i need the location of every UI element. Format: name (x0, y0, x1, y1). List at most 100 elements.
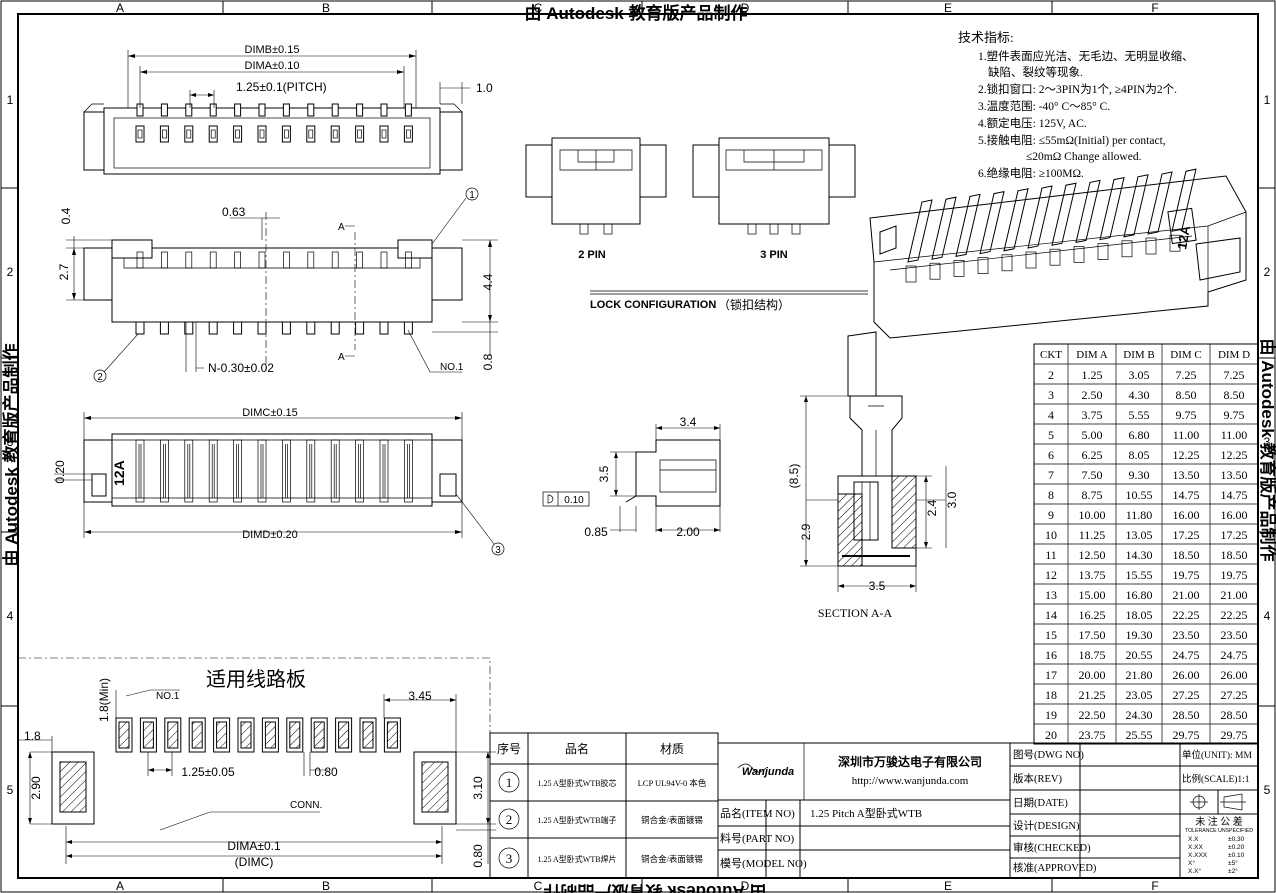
top-pin-tail (380, 103, 388, 117)
pitch-label: 1.25±0.1(PITCH) (236, 80, 327, 94)
dim-table-cell: 27.25 (1221, 688, 1248, 702)
pcb-dima: DIMA±0.1 (227, 839, 281, 853)
top-pin-tail (282, 103, 290, 117)
tolerance-title: 未 注 公 差 (1195, 815, 1243, 828)
top-pin-window (406, 129, 411, 139)
zone-row-4: 4 (7, 609, 14, 623)
pcb-pad (164, 717, 182, 753)
pcb-no1: NO.1 (156, 691, 180, 702)
pcb-conn: CONN. (290, 800, 322, 811)
iso-pin-window (1121, 240, 1133, 258)
pcb-pad (188, 717, 206, 753)
dim-table-cell: 23.50 (1221, 628, 1248, 642)
pcb-layout: 适用线路板 NO.1 1.8(Min) 3.45 1.8 2.90 1.25±0… (17, 657, 496, 879)
bottom-pin-slot (233, 439, 242, 503)
iso-rib (1027, 185, 1053, 249)
no1-label: NO.1 (440, 362, 464, 373)
part-label-12a: 12A (111, 460, 127, 486)
dim-table-cell: 12.25 (1173, 448, 1200, 462)
iso-part-label: 12A (1174, 224, 1193, 251)
dim-table-cell: 9.75 (1176, 408, 1197, 422)
lock-3pin-label: 3 PIN (760, 249, 788, 261)
dim-table-cell: 14.75 (1173, 488, 1200, 502)
top-pin-contact (403, 125, 413, 143)
bottom-pin-slot (355, 439, 364, 503)
dim-a-label: DIMA±0.10 (245, 60, 300, 72)
lock-2pin: 2 PIN (525, 137, 667, 261)
front-pin-tail (257, 321, 267, 335)
bom-row1-no: 1 (506, 775, 513, 790)
bottom-pin-slot (184, 439, 194, 503)
lock-title: LOCK CONFIGURATION (590, 299, 716, 311)
rev-label: 版本(REV) (1013, 772, 1062, 785)
tol-row2-key: X.XX (1188, 844, 1203, 851)
top-pin-window (357, 129, 362, 139)
top-pin-tail (185, 103, 193, 117)
dim-table-cell: 19.30 (1126, 628, 1153, 642)
tech-line-5: 5.接触电阻: ≤55mΩ(Initial) per contact, (978, 133, 1166, 147)
pcb-pad-fill (264, 721, 276, 749)
pcb-pad (359, 717, 377, 753)
dim-table-cell: 24.75 (1221, 648, 1248, 662)
zone-row-1-right: 1 (1264, 93, 1271, 107)
dim-table-cell: 22.50 (1079, 708, 1106, 722)
dim-table-cell: 11.00 (1173, 428, 1200, 442)
bottom-pin-line (285, 444, 288, 498)
iso-rib (1075, 179, 1101, 244)
front-pin-tail (208, 321, 218, 335)
dim-table-cell: 8.75 (1082, 488, 1103, 502)
zone-row-3-right: 3 (1264, 435, 1271, 449)
pcb-pad-fill (118, 721, 130, 749)
bottom-pin-slot (257, 439, 267, 503)
top-pin-window (162, 129, 167, 139)
bom-header-name: 品名 (565, 741, 589, 756)
dim-table-cell: 16.00 (1221, 508, 1248, 522)
pcb-dim-310: 3.10 (471, 776, 485, 800)
top-pin-window (259, 129, 265, 139)
dim-table-ckt: 4 (1048, 408, 1054, 422)
isometric-view: 12A (869, 168, 1247, 339)
dim-table-header: DIM A (1076, 349, 1108, 361)
dim-table-cell: 23.50 (1173, 628, 1200, 642)
dim-table-ckt: 8 (1048, 488, 1054, 502)
dim-table-ckt: 17 (1045, 668, 1057, 682)
pcb-title: 适用线路板 (206, 668, 306, 691)
tol-row2-val: ±0.20 (1228, 844, 1245, 851)
dim-24: 2.4 (925, 499, 939, 516)
dim-063: 0.63 (222, 205, 246, 219)
iso-rib (907, 199, 933, 263)
dim-table-cell: 20.00 (1079, 668, 1106, 682)
pcb-pad (237, 717, 255, 753)
dim-table-ckt: 14 (1045, 608, 1057, 622)
tol-row4-val: ±5° (1228, 859, 1238, 867)
checked-label: 审核(CHECKED) (1013, 841, 1091, 854)
dim-table-cell: 17.50 (1079, 628, 1106, 642)
front-pin-slot (380, 251, 388, 269)
top-pin-contact (135, 125, 145, 143)
projection-cone-icon (1190, 793, 1246, 811)
scale-label: 比例(SCALE)1:1 (1182, 773, 1250, 785)
dim-020: 0.20 (53, 460, 67, 484)
iso-rib (1003, 188, 1029, 252)
iso-pin-window (1073, 246, 1085, 263)
dim-table-cell: 21.00 (1221, 588, 1248, 602)
dim-c-label: DIMC±0.15 (242, 407, 298, 419)
tech-line-5b: ≤20mΩ Change allowed. (1026, 151, 1142, 163)
tech-line-1: 1.塑件表面应光洁、无毛边、无明显收缩、 (978, 49, 1194, 63)
bom-row1-name: 1.25 A型卧式WTB胶芯 (537, 778, 616, 788)
dim-35-section: 3.5 (869, 579, 886, 593)
top-pin-contact (379, 125, 389, 143)
top-pin-window (186, 129, 192, 139)
dim-table-cell: 3.75 (1082, 408, 1103, 422)
flatness-value: 0.10 (564, 495, 584, 506)
front-pin-tail (184, 321, 194, 335)
tol-row3-key: X.XXX (1188, 852, 1208, 859)
dim-table-cell: 12.50 (1079, 548, 1106, 562)
front-pin-tail (159, 321, 169, 335)
zone-col-c: C (534, 1, 543, 15)
zone-col-c-bottom: C (534, 879, 543, 893)
company-logo: Wanjunda (742, 766, 794, 778)
flatness-frame (542, 491, 590, 507)
part-no-label: 料号(PART NO) (720, 831, 795, 845)
tolerance-sub: TOLERANCE UNSPECIFIED (1185, 828, 1253, 834)
